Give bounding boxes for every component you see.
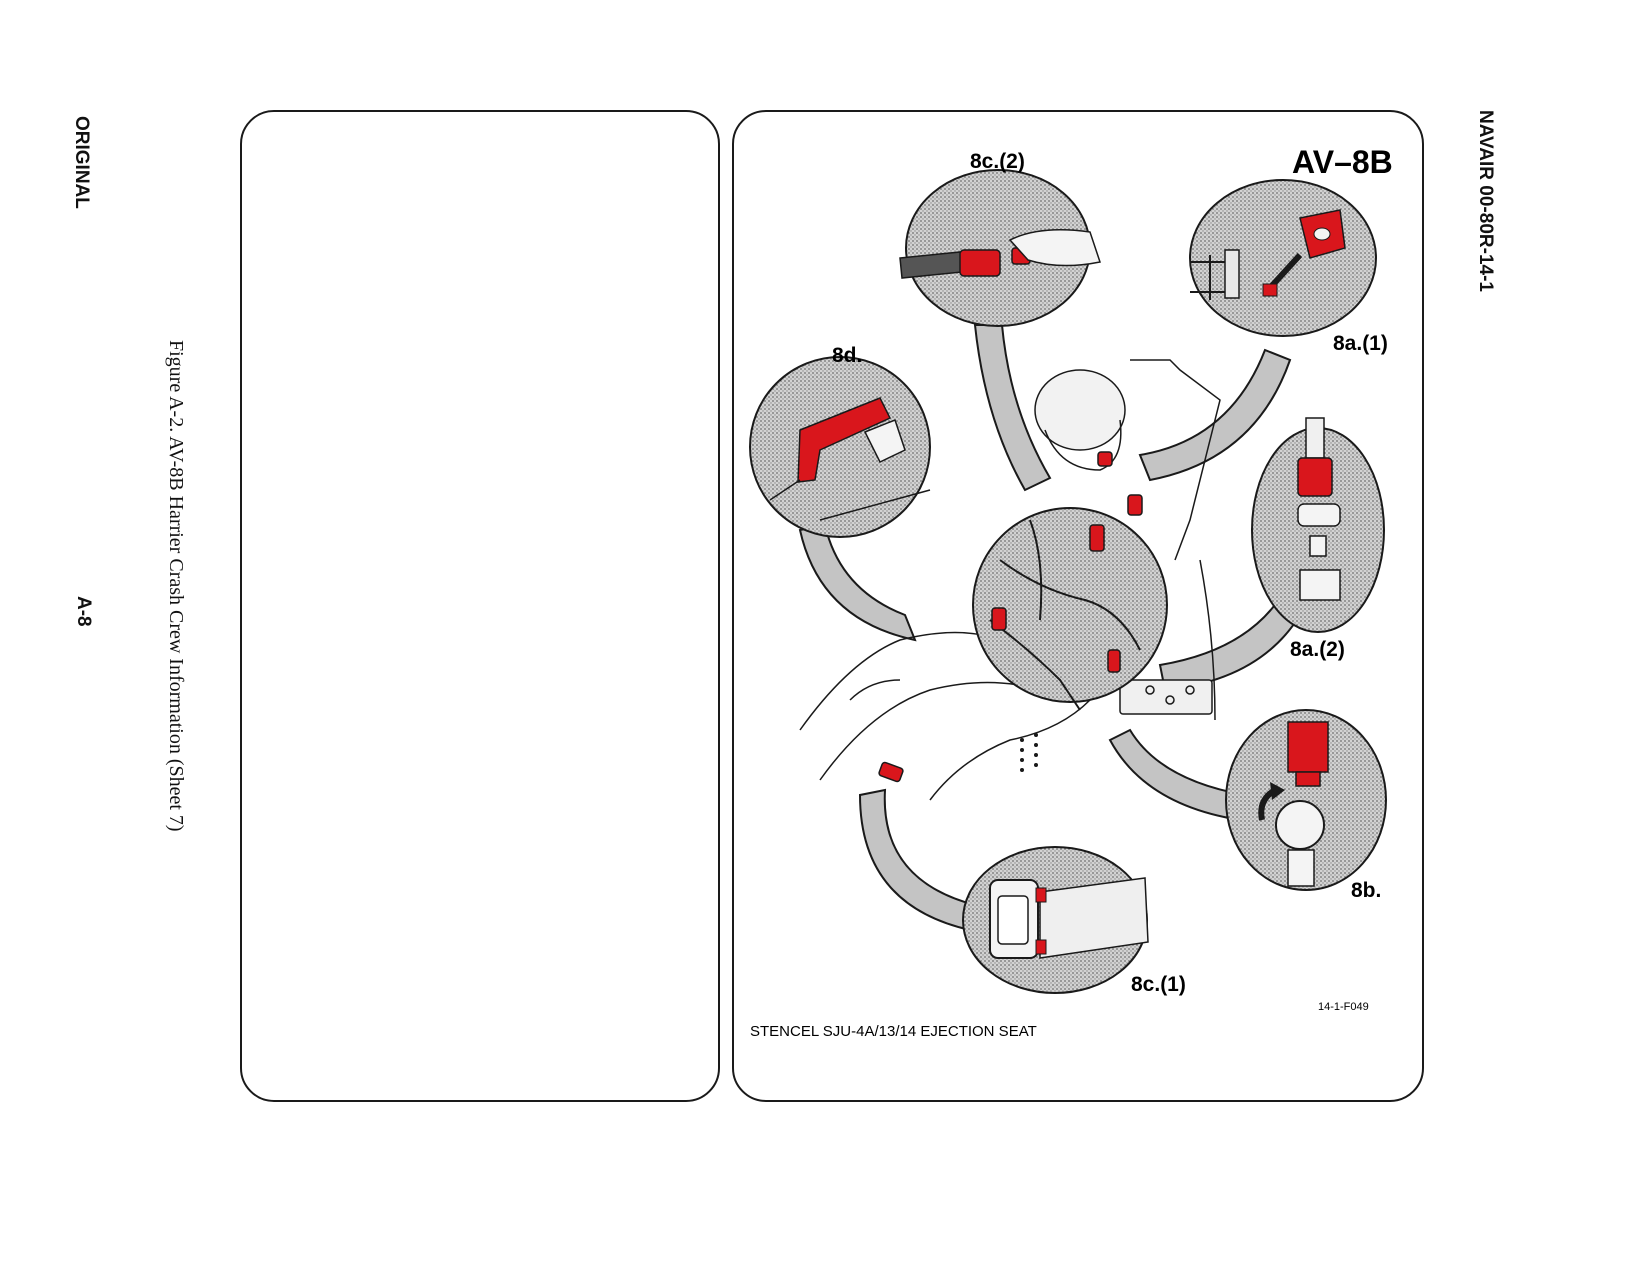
original-stamp: ORIGINAL: [71, 116, 92, 209]
harness-red-parts: [878, 451, 1143, 783]
figure-caption: Figure A-2. AV-8B Harrier Crash Crew Inf…: [165, 340, 187, 832]
center-harness-circle: [972, 507, 1168, 703]
callout-8a1: 8a.(1): [1333, 332, 1388, 355]
detail-8c2: [899, 169, 1101, 327]
detail-8b: [1225, 709, 1387, 891]
aircraft-title: AV–8B: [1292, 144, 1393, 180]
callout-8a2: 8a.(2): [1290, 638, 1345, 661]
detail-8a2: [1251, 417, 1385, 633]
callout-8c1: 8c.(1): [1131, 973, 1186, 996]
page-number: A-8: [73, 596, 94, 627]
callout-8b: 8b.: [1351, 879, 1381, 902]
document-id: NAVAIR 00-80R-14-1: [1475, 110, 1496, 292]
seat-dots: [1020, 733, 1038, 772]
pilot-line-art: [799, 359, 1221, 801]
detail-8a1: [1189, 179, 1377, 337]
detail-8d: [749, 356, 931, 538]
callout-8d: 8d.: [832, 344, 862, 367]
seat-title: STENCEL SJU-4A/13/14 EJECTION SEAT: [750, 1023, 1037, 1040]
blank-left-panel: [240, 110, 720, 1102]
callout-8c2: 8c.(2): [970, 150, 1025, 173]
figure-code: 14-1-F049: [1318, 1001, 1369, 1013]
detail-8c1: [962, 846, 1149, 994]
